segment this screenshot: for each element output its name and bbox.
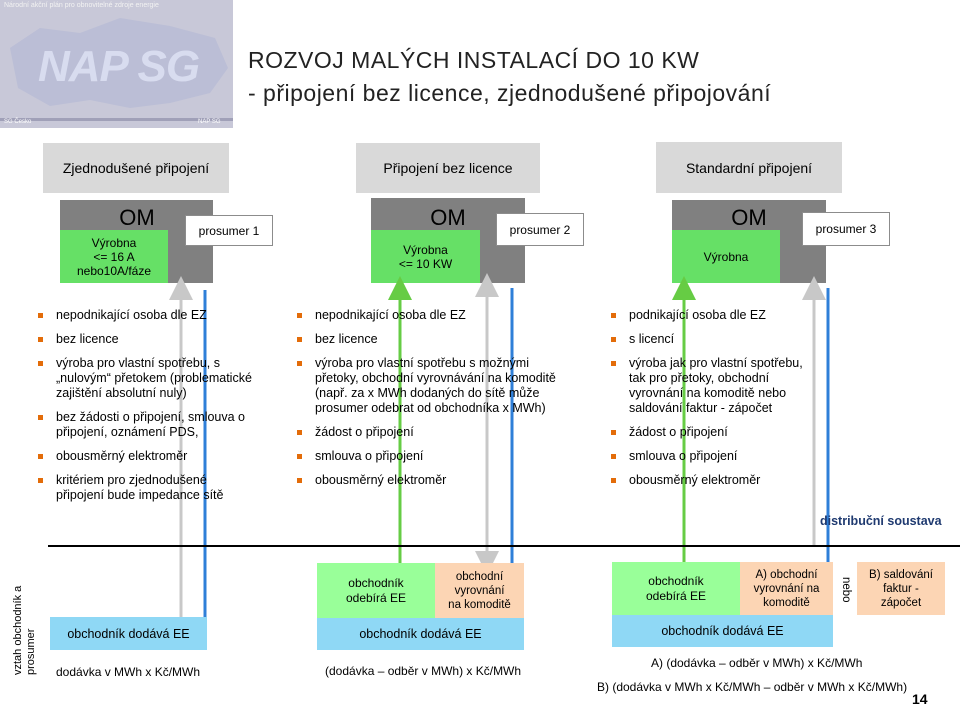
vertical-label: vztah obchodník a prosumer (12, 560, 37, 675)
saldo-box-3: B) saldování faktur - zápočet (857, 562, 945, 615)
plant-box-2: Výrobna <= 10 KW (371, 230, 480, 283)
settle-box-3-line-1: A) obchodní (755, 568, 818, 581)
logo-bottom-left: SG Česko (4, 119, 32, 125)
distribution-grid-line (48, 545, 960, 547)
buy-box-2-line-2: odebírá EE (345, 590, 407, 605)
bullet-item: obousměrný elektroměr (610, 473, 810, 488)
supply-box-2: obchodník dodává EE (317, 618, 524, 650)
bullets-column-2: nepodnikající osoba dle EZ bez licence v… (296, 308, 576, 497)
supply-box-1: obchodník dodává EE (50, 617, 207, 650)
column-header-3: Standardní připojení (656, 142, 842, 193)
om-label-3: OM (731, 205, 767, 230)
plant-box-3: Výrobna (672, 230, 780, 283)
vertical-label-text: vztah obchodník a prosumer (12, 586, 38, 675)
saldo-box-3-line-2: faktur - (883, 582, 919, 595)
price-formula-3b: B) (dodávka v MWh x Kč/MWh – odběr v MWh… (597, 680, 908, 694)
bullet-item: žádost o připojení (296, 425, 576, 440)
bullet-item: bez licence (296, 332, 576, 347)
price-formula-1: dodávka v MWh x Kč/MWh (56, 665, 201, 679)
bullet-item: nepodnikající osoba dle EZ (296, 308, 576, 323)
settle-box-3: A) obchodní vyrovnání na komoditě (740, 562, 833, 615)
plant-2-line-1: Výrobna (403, 242, 448, 257)
buy-box-3-line-1: obchodník (648, 573, 704, 588)
prosumer-box-2: prosumer 2 (496, 213, 584, 246)
plant-1-line-3: nebo10A/fáze (76, 263, 152, 278)
settle-box-3-line-3: komoditě (763, 596, 810, 609)
settle-box-2-line-2: vyrovnání (454, 584, 505, 597)
saldo-box-3-line-3: zápočet (880, 596, 922, 609)
slide-title: ROZVOJ MALÝCH INSTALACÍ DO 10 KW - připo… (248, 44, 771, 110)
settle-box-2-line-3: na komoditě (448, 598, 511, 611)
vertical-label-line-2: prosumer (25, 628, 37, 675)
buy-box-2: obchodník odebírá EE (317, 563, 435, 618)
bullet-item: bez žádosti o připojení, smlouva o připo… (37, 410, 252, 440)
bullets-column-1: nepodnikající osoba dle EZ bez licence v… (37, 308, 252, 512)
map-watermark-icon (10, 18, 228, 108)
bullet-item: kritériem pro zjednodušené připojení bud… (37, 473, 252, 503)
buy-box-2-line-1: obchodník (348, 575, 404, 590)
logo-top-text: Národní akční plán pro obnovitelné zdroj… (4, 2, 159, 9)
plant-1-line-1: Výrobna (91, 235, 137, 250)
om-label-1: OM (119, 205, 155, 230)
settle-box-3-line-2: vyrovnání na (753, 582, 820, 595)
column-header-2-text: Připojení bez licence (383, 160, 513, 176)
bullet-item: výroba pro vlastní spotřebu, s „nulovým“… (37, 356, 252, 401)
bullet-item: s licencí (610, 332, 810, 347)
plant-box-1: Výrobna <= 16 A nebo10A/fáze (60, 230, 168, 283)
logo-bar (0, 118, 233, 121)
bullet-item: smlouva o připojení (610, 449, 810, 464)
price-formula-2: (dodávka – odběr v MWh) x Kč/MWh (325, 664, 522, 678)
plant-1-line-2: <= 16 A (93, 249, 135, 264)
logo-bottom-right: NAP SG (198, 119, 221, 125)
vertical-label-line-1: vztah obchodník a (12, 585, 24, 675)
bullet-item: výroba pro vlastní spotřebu s možnými př… (296, 356, 576, 416)
saldo-box-3-line-1: B) saldování (869, 568, 933, 581)
price-formula-3a: A) (dodávka – odběr v MWh) x Kč/MWh (651, 656, 863, 670)
logo: Národní akční plán pro obnovitelné zdroj… (0, 0, 233, 128)
prosumer-box-3: prosumer 3 (802, 212, 890, 246)
bullet-item: bez licence (37, 332, 252, 347)
bullet-item: podnikající osoba dle EZ (610, 308, 810, 323)
page-number: 14 (912, 691, 928, 707)
title-line-1: ROZVOJ MALÝCH INSTALACÍ DO 10 KW (248, 47, 700, 73)
plant-2-line-2: <= 10 KW (398, 256, 453, 271)
column-header-2: Připojení bez licence (356, 143, 540, 193)
settle-box-2-line-1: obchodní (455, 570, 504, 583)
buy-box-3: obchodník odebírá EE (612, 562, 740, 615)
om-label-2: OM (430, 205, 466, 230)
column-header-1: Zjednodušené připojení (43, 143, 229, 193)
or-label: nebo (838, 575, 854, 607)
supply-box-3: obchodník dodává EE (612, 615, 833, 647)
grid-label: distribuční soustava (820, 514, 942, 528)
or-label-text: nebo (840, 577, 852, 603)
bullet-item: obousměrný elektroměr (296, 473, 576, 488)
bullet-item: obousměrný elektroměr (37, 449, 252, 464)
bullet-item: žádost o připojení (610, 425, 810, 440)
bullet-item: smlouva o připojení (296, 449, 576, 464)
title-line-2: - připojení bez licence, zjednodušené př… (248, 80, 772, 106)
prosumer-box-1: prosumer 1 (185, 215, 273, 246)
logo-text: NAP SG (38, 42, 200, 91)
bullets-column-3: podnikající osoba dle EZ s licencí výrob… (610, 308, 810, 497)
settle-box-2: obchodní vyrovnání na komoditě (435, 563, 524, 618)
bullet-item: nepodnikající osoba dle EZ (37, 308, 252, 323)
buy-box-3-line-2: odebírá EE (645, 588, 707, 603)
bullet-item: výroba jak pro vlastní spotřebu, tak pro… (610, 356, 810, 416)
